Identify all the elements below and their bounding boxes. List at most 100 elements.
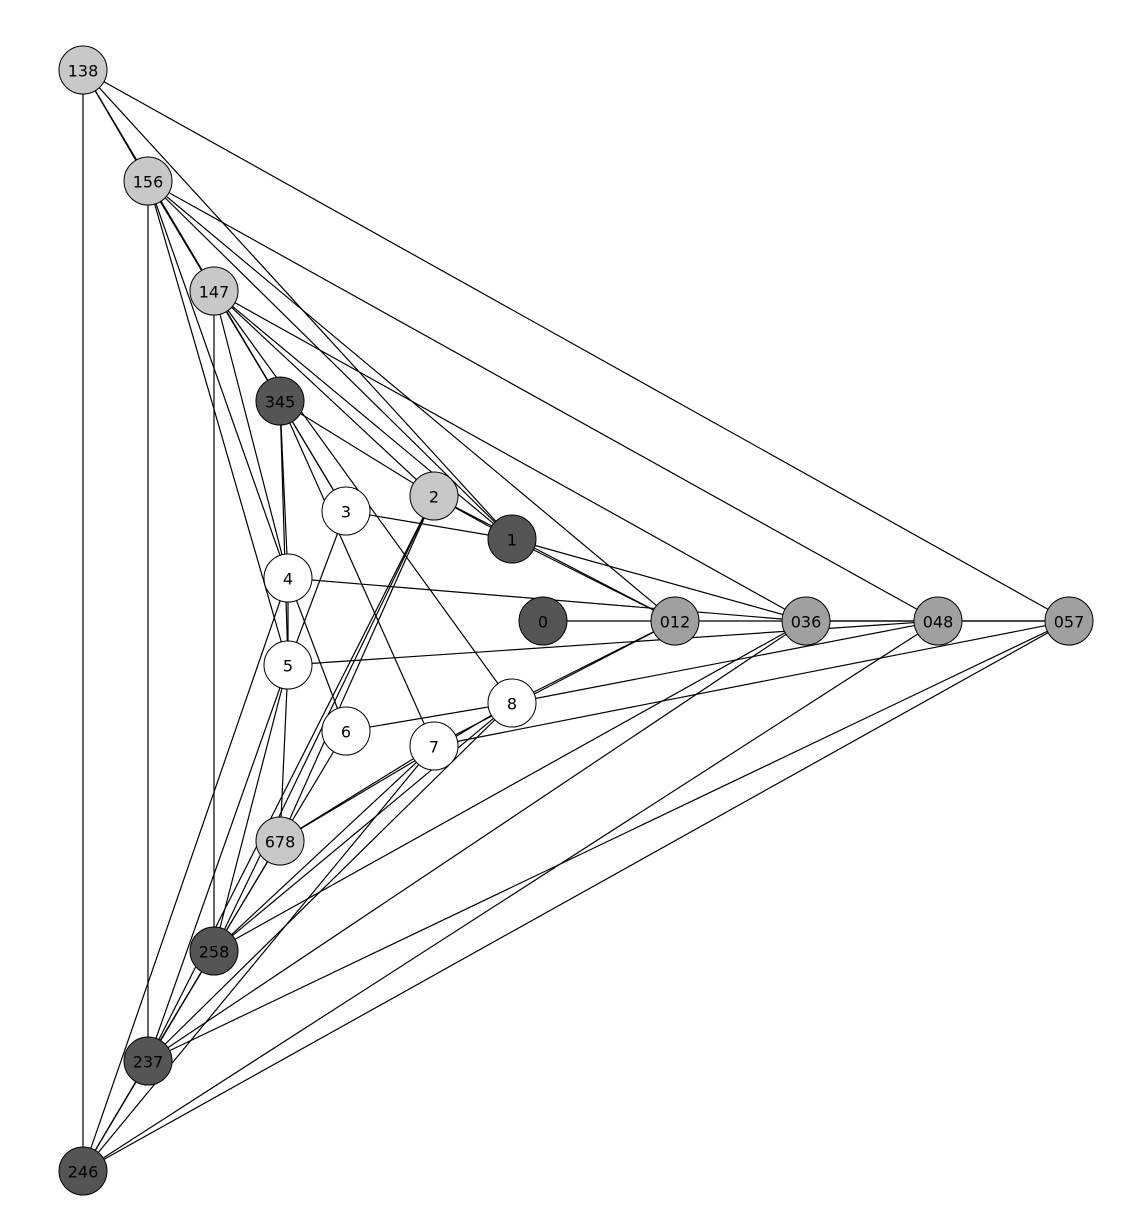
edge-036-258 xyxy=(213,620,807,952)
node-circle xyxy=(255,816,305,866)
edge-8-258 xyxy=(213,702,513,952)
edge-345-7 xyxy=(279,400,435,747)
edge-048-246 xyxy=(82,620,939,1172)
edge-2-678 xyxy=(279,495,435,842)
node-label: 147 xyxy=(199,283,230,302)
node-circle xyxy=(487,678,537,728)
node-circle xyxy=(781,596,831,646)
edge-156-5 xyxy=(147,180,289,666)
node-label: 246 xyxy=(68,1163,99,1182)
edge-1-036 xyxy=(511,538,807,622)
node-label: 678 xyxy=(265,833,296,852)
edge-147-2 xyxy=(213,290,435,497)
edge-156-048 xyxy=(147,180,939,622)
node-circle xyxy=(123,156,173,206)
node-5: 5 xyxy=(263,640,313,690)
node-237: 237 xyxy=(123,1036,173,1086)
edge-048-5 xyxy=(287,620,939,666)
edge-147-036 xyxy=(213,290,807,622)
node-label: 258 xyxy=(199,943,230,962)
node-1: 1 xyxy=(487,514,537,564)
edge-8-678 xyxy=(279,702,513,842)
node-6: 6 xyxy=(321,706,371,756)
edge-057-7 xyxy=(433,620,1070,747)
node-layer: 138 156 147 345 3 2 1 4 0 012 036 048 057 5 8 6 7 678 258 2… xyxy=(58,45,1094,1196)
node-0: 0 xyxy=(518,596,568,646)
edge-057-246 xyxy=(82,620,1070,1172)
node-circle xyxy=(263,640,313,690)
node-label: 036 xyxy=(791,613,822,632)
edge-5-678 xyxy=(279,664,289,842)
edge-147-4 xyxy=(213,290,289,579)
node-label: 057 xyxy=(1054,613,1085,632)
edge-7-258 xyxy=(213,745,435,952)
node-circle xyxy=(409,471,459,521)
edge-3-1 xyxy=(345,510,513,540)
edge-147-1 xyxy=(213,290,513,540)
edge-4-246 xyxy=(82,577,289,1172)
node-012: 012 xyxy=(650,596,700,646)
edge-057-237 xyxy=(147,620,1070,1062)
node-label: 237 xyxy=(133,1053,164,1072)
node-circle xyxy=(650,596,700,646)
edge-5-237 xyxy=(147,664,289,1062)
node-048: 048 xyxy=(913,596,963,646)
node-circle xyxy=(321,706,371,756)
node-circle xyxy=(189,926,239,976)
edge-345-2 xyxy=(279,400,435,497)
node-label: 345 xyxy=(265,393,296,412)
node-label: 1 xyxy=(507,531,517,550)
node-circle xyxy=(409,721,459,771)
node-678: 678 xyxy=(255,816,305,866)
node-circle xyxy=(255,376,305,426)
node-label: 2 xyxy=(429,488,439,507)
edge-036-237 xyxy=(147,620,807,1062)
node-156: 156 xyxy=(123,156,173,206)
edge-7-246 xyxy=(82,745,435,1172)
edge-5-258 xyxy=(213,664,289,952)
node-8: 8 xyxy=(487,678,537,728)
node-label: 156 xyxy=(133,173,164,192)
node-circle xyxy=(913,596,963,646)
edge-7-678 xyxy=(279,745,435,842)
node-circle xyxy=(1044,596,1094,646)
node-label: 138 xyxy=(68,62,99,81)
node-246: 246 xyxy=(58,1146,108,1196)
node-circle xyxy=(58,45,108,95)
edge-4-6 xyxy=(287,577,347,732)
node-258: 258 xyxy=(189,926,239,976)
node-label: 0 xyxy=(538,613,548,632)
node-circle xyxy=(321,486,371,536)
edge-138-057 xyxy=(82,69,1070,622)
node-4: 4 xyxy=(263,553,313,603)
node-label: 8 xyxy=(507,695,517,714)
node-label: 4 xyxy=(283,570,293,589)
node-label: 7 xyxy=(429,738,439,757)
node-label: 6 xyxy=(341,723,351,742)
node-2: 2 xyxy=(409,471,459,521)
node-7: 7 xyxy=(409,721,459,771)
edge-8-6 xyxy=(345,702,513,732)
node-label: 5 xyxy=(283,657,293,676)
edge-345-5 xyxy=(279,400,289,666)
node-3: 3 xyxy=(321,486,371,536)
node-circle xyxy=(123,1036,173,1086)
node-circle xyxy=(58,1146,108,1196)
edge-156-4 xyxy=(147,180,289,579)
node-345: 345 xyxy=(255,376,305,426)
edge-3-5 xyxy=(287,510,347,666)
node-138: 138 xyxy=(58,45,108,95)
node-label: 012 xyxy=(660,613,691,632)
node-circle xyxy=(518,596,568,646)
node-036: 036 xyxy=(781,596,831,646)
node-circle xyxy=(189,266,239,316)
node-circle xyxy=(487,514,537,564)
node-label: 048 xyxy=(923,613,954,632)
node-057: 057 xyxy=(1044,596,1094,646)
node-label: 3 xyxy=(341,503,351,522)
node-147: 147 xyxy=(189,266,239,316)
node-circle xyxy=(263,553,313,603)
edge-048-8 xyxy=(511,620,939,704)
edge-138-1 xyxy=(82,69,513,540)
